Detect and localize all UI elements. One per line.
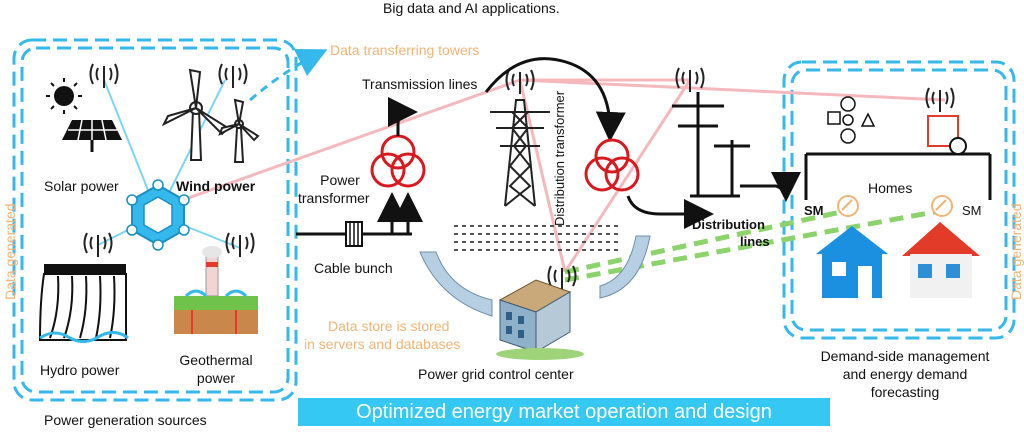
distribution-transformer-label: Distribution transformer <box>552 90 567 226</box>
server-arcs <box>419 235 651 317</box>
power-transformer-label-2: transformer <box>298 190 370 206</box>
transmission-tower-icon <box>490 99 550 207</box>
transmission-arrow <box>484 57 626 142</box>
geothermal-label-2: power <box>196 370 236 386</box>
data-generated-left: Data generated <box>2 203 18 300</box>
solar-power-label: Solar power <box>44 178 119 194</box>
cable-bunch-label: Cable bunch <box>314 260 393 276</box>
power-transformer-label-1: Power <box>320 172 360 188</box>
distribution-lines-label-1: Distribution <box>692 217 765 232</box>
geothermal-label-1: Geothermal <box>179 352 253 368</box>
distribution-pole-icon <box>672 92 801 202</box>
transmission-lines-label: Transmission lines <box>362 76 478 92</box>
generation-dashed-box <box>12 38 298 402</box>
smart-meter-label-left: SM <box>804 203 824 218</box>
data-generated-right: Data generated <box>1008 203 1024 300</box>
data-links <box>159 78 946 273</box>
smart-meter-label-right: SM <box>962 203 982 218</box>
demand-caption-1: Demand-side management <box>820 348 990 364</box>
control-center-icon <box>496 279 584 360</box>
wind-power-label: Wind power <box>176 178 256 194</box>
server-dashes <box>454 225 620 251</box>
smart-meter-icons <box>837 195 953 217</box>
smart-meter-links <box>564 207 946 283</box>
data-hub <box>97 79 241 251</box>
demand-caption-2: and energy demand <box>842 366 968 382</box>
geothermal-icon <box>174 246 258 334</box>
blue-house-icon <box>816 226 888 298</box>
homes-panel <box>804 96 992 200</box>
hydro-power-label: Hydro power <box>40 362 120 378</box>
demand-dashed-box <box>782 60 1016 340</box>
data-tower-arrow <box>249 49 328 102</box>
generation-section-label: Power generation sources <box>44 412 207 428</box>
power-transformer-icon <box>370 97 426 236</box>
hydro-dam-icon <box>38 264 129 343</box>
sun-icon <box>46 78 82 114</box>
wind-turbine-icon <box>161 68 260 163</box>
control-center-label: Power grid control center <box>418 366 574 382</box>
demand-caption-3: forecasting <box>870 384 940 400</box>
data-towers-label: Data transferring towers <box>330 42 480 58</box>
homes-label: Homes <box>868 180 913 196</box>
distribution-transformer-icon <box>584 138 714 229</box>
page-title: Big data and AI applications. <box>383 0 560 16</box>
data-store-label-1: Data store is stored <box>328 318 450 334</box>
red-house-icon <box>902 222 980 298</box>
solar-panel-icon <box>62 119 122 152</box>
cable-bunch-icon <box>296 221 388 247</box>
distribution-lines-label-2: lines <box>740 234 770 249</box>
energy-market-banner: Optimized energy market operation and de… <box>298 398 830 426</box>
antenna-icons <box>83 63 955 290</box>
data-store-label-2: in servers and databases <box>304 336 461 352</box>
